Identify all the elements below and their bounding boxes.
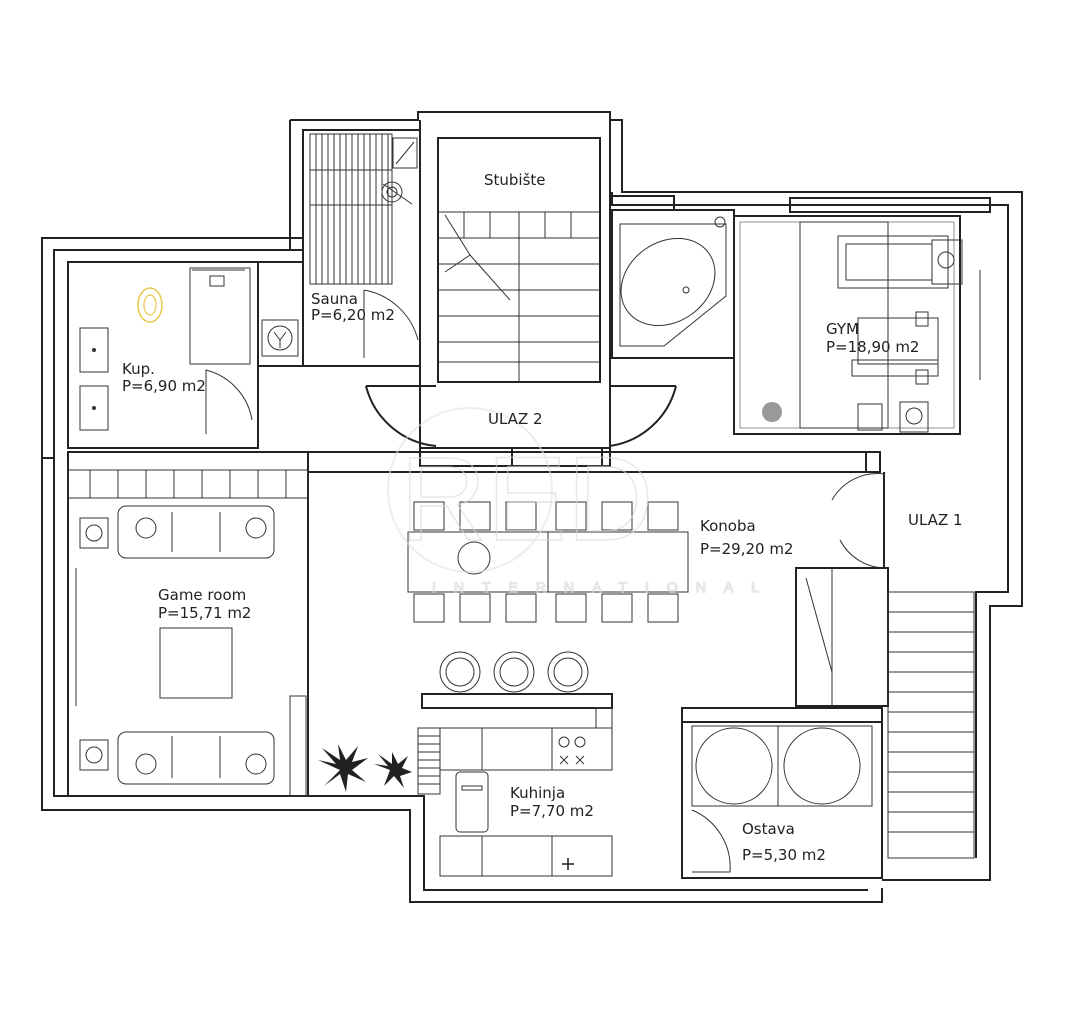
watermark-text: RED xyxy=(400,432,653,566)
area-ostava: P=5,30 m2 xyxy=(742,846,826,864)
label-konoba: Konoba xyxy=(700,517,756,535)
stair-treads xyxy=(438,212,600,363)
area-sauna: P=6,20 m2 xyxy=(311,306,395,324)
toilet-icon xyxy=(137,287,163,323)
pantry xyxy=(681,707,883,879)
palm-plant-icon xyxy=(318,744,412,792)
sauna-bench-slats xyxy=(310,134,392,284)
medicine-ball-icon xyxy=(762,402,782,422)
treadmill xyxy=(837,235,963,289)
entrance-1 xyxy=(795,472,975,859)
area-konoba: P=29,20 m2 xyxy=(700,540,793,558)
shelf-dividers xyxy=(89,470,287,498)
bar-stools xyxy=(439,651,589,693)
bath-area xyxy=(611,209,735,359)
konoba xyxy=(308,451,881,623)
entrance-2 xyxy=(365,385,677,447)
label-kup: Kup. xyxy=(122,360,155,378)
sofa-top xyxy=(117,505,275,559)
label-ostava: Ostava xyxy=(742,820,795,838)
area-kuhinja: P=7,70 m2 xyxy=(510,802,594,820)
kitchen xyxy=(417,651,613,877)
exterior-stair-treads xyxy=(888,611,974,833)
area-gym: P=18,90 m2 xyxy=(826,338,919,356)
label-sauna: Sauna xyxy=(311,290,358,308)
bathroom xyxy=(67,261,259,449)
label-ulaz2: ULAZ 2 xyxy=(488,410,543,428)
chairs-top xyxy=(413,501,679,531)
label-ulaz1: ULAZ 1 xyxy=(908,511,963,529)
label-gym: GYM xyxy=(826,320,859,338)
weight-rack xyxy=(851,311,939,385)
label-stubiste: Stubište xyxy=(484,171,546,189)
cooktop-icon xyxy=(558,736,586,765)
watermark-subtitle: INTERNATIONAL xyxy=(432,579,777,595)
label-game-room: Game room xyxy=(158,586,246,604)
bike-machine xyxy=(857,401,929,433)
label-kuhinja: Kuhinja xyxy=(510,784,565,802)
sofa-bottom xyxy=(117,731,275,785)
game-room xyxy=(67,451,412,797)
room-labels: Stubište Sauna P=6,20 m2 Kup. P=6,90 m2 … xyxy=(122,171,963,864)
sauna xyxy=(257,129,421,367)
watermark-logo: RED INTERNATIONAL xyxy=(387,407,777,596)
area-kup: P=6,90 m2 xyxy=(122,377,206,395)
area-game-room: P=15,71 m2 xyxy=(158,604,251,622)
chairs-bottom xyxy=(413,593,679,623)
